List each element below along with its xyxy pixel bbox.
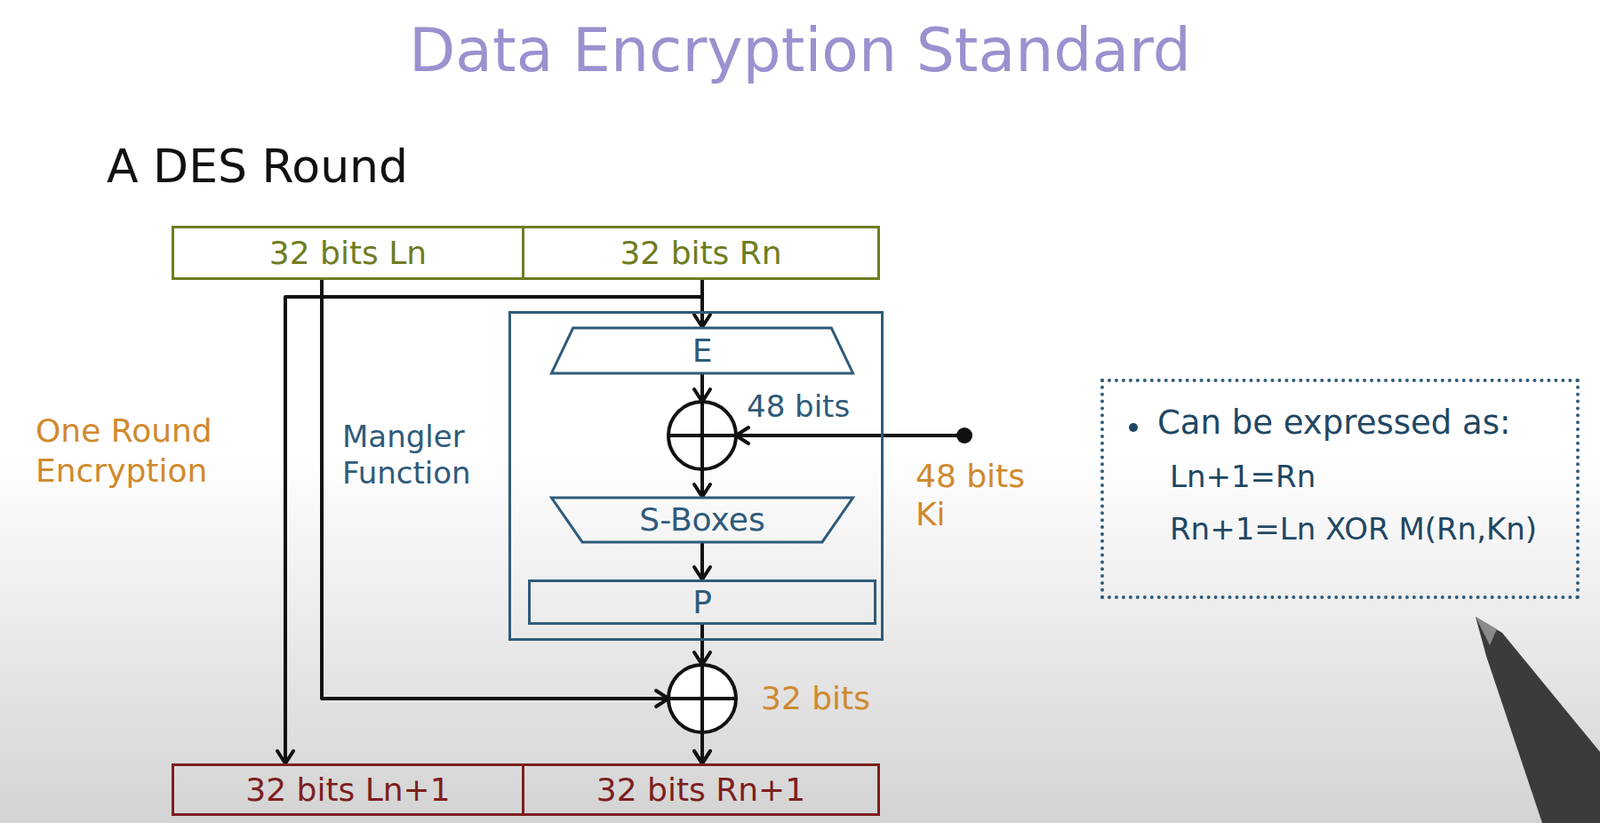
- key-label: 48 bits Ki: [915, 456, 1036, 534]
- register-box: 32 bits Rn+1: [521, 763, 880, 816]
- arrow-head: [694, 314, 711, 328]
- arrow-head: [736, 427, 749, 444]
- pen-tip: [1475, 616, 1497, 646]
- pen-body: [1475, 616, 1600, 823]
- connector-line: [700, 543, 704, 580]
- connector: [694, 543, 711, 580]
- arrow-head: [694, 567, 711, 580]
- arrow-head: [694, 484, 711, 497]
- trapezoid-shape: [551, 497, 853, 543]
- key-dot: [956, 427, 973, 444]
- arrow-head: [656, 690, 669, 707]
- note-box: Can be expressed as: Ln+1=RnRn+1=Ln XOR M…: [1100, 378, 1580, 600]
- trapezoid-shape: [551, 328, 853, 374]
- box-text: 32 bits Rn: [619, 233, 782, 272]
- key-line: [736, 433, 965, 438]
- width-label: 48 bits: [746, 388, 880, 425]
- sbox-box: S-Boxes: [548, 496, 856, 544]
- box-text: 32 bits Rn+1: [596, 770, 806, 809]
- equation: Ln+1=Rn: [1169, 458, 1553, 496]
- register-box: 32 bits Ln+1: [171, 763, 525, 816]
- arrow-head: [694, 751, 711, 764]
- box-text: P: [692, 583, 712, 622]
- title: Data Encryption Standard: [0, 14, 1600, 88]
- xor-circle: [668, 664, 736, 733]
- note-text: Can be expressed as:: [1157, 403, 1553, 443]
- permutation-box: P: [528, 579, 877, 625]
- xor-circle: [668, 401, 736, 470]
- xor-symbol: [668, 664, 736, 733]
- xor-symbol: [668, 401, 736, 470]
- box-heading: Mangler Function: [342, 418, 501, 492]
- box-text: 32 bits Ln+1: [245, 770, 450, 809]
- pen-illustration: [1475, 616, 1600, 823]
- box-text: E: [692, 331, 713, 370]
- heading: A DES Round: [106, 138, 534, 194]
- box-text: S-Boxes: [639, 500, 765, 539]
- side-label: One Round Encryption: [35, 410, 245, 491]
- xor-cross: [700, 664, 704, 733]
- mangler-box: Mangler FunctionES-BoxesP: [508, 311, 884, 641]
- equation: Rn+1=Ln XOR M(Rn,Kn): [1169, 511, 1553, 548]
- bullet: [1128, 423, 1138, 432]
- connector-line: [700, 374, 704, 497]
- width-label: 32 bits: [760, 679, 895, 718]
- xor-cross: [700, 401, 704, 470]
- expansion-box: E: [548, 327, 856, 375]
- arrow-head: [694, 652, 711, 665]
- connector: [277, 280, 703, 764]
- register-box: 32 bits Rn: [521, 225, 880, 280]
- arrow-head: [694, 389, 711, 402]
- arrow-head: [277, 751, 294, 764]
- box-text: 32 bits Ln: [269, 233, 427, 272]
- register-box: 32 bits Ln: [171, 225, 525, 280]
